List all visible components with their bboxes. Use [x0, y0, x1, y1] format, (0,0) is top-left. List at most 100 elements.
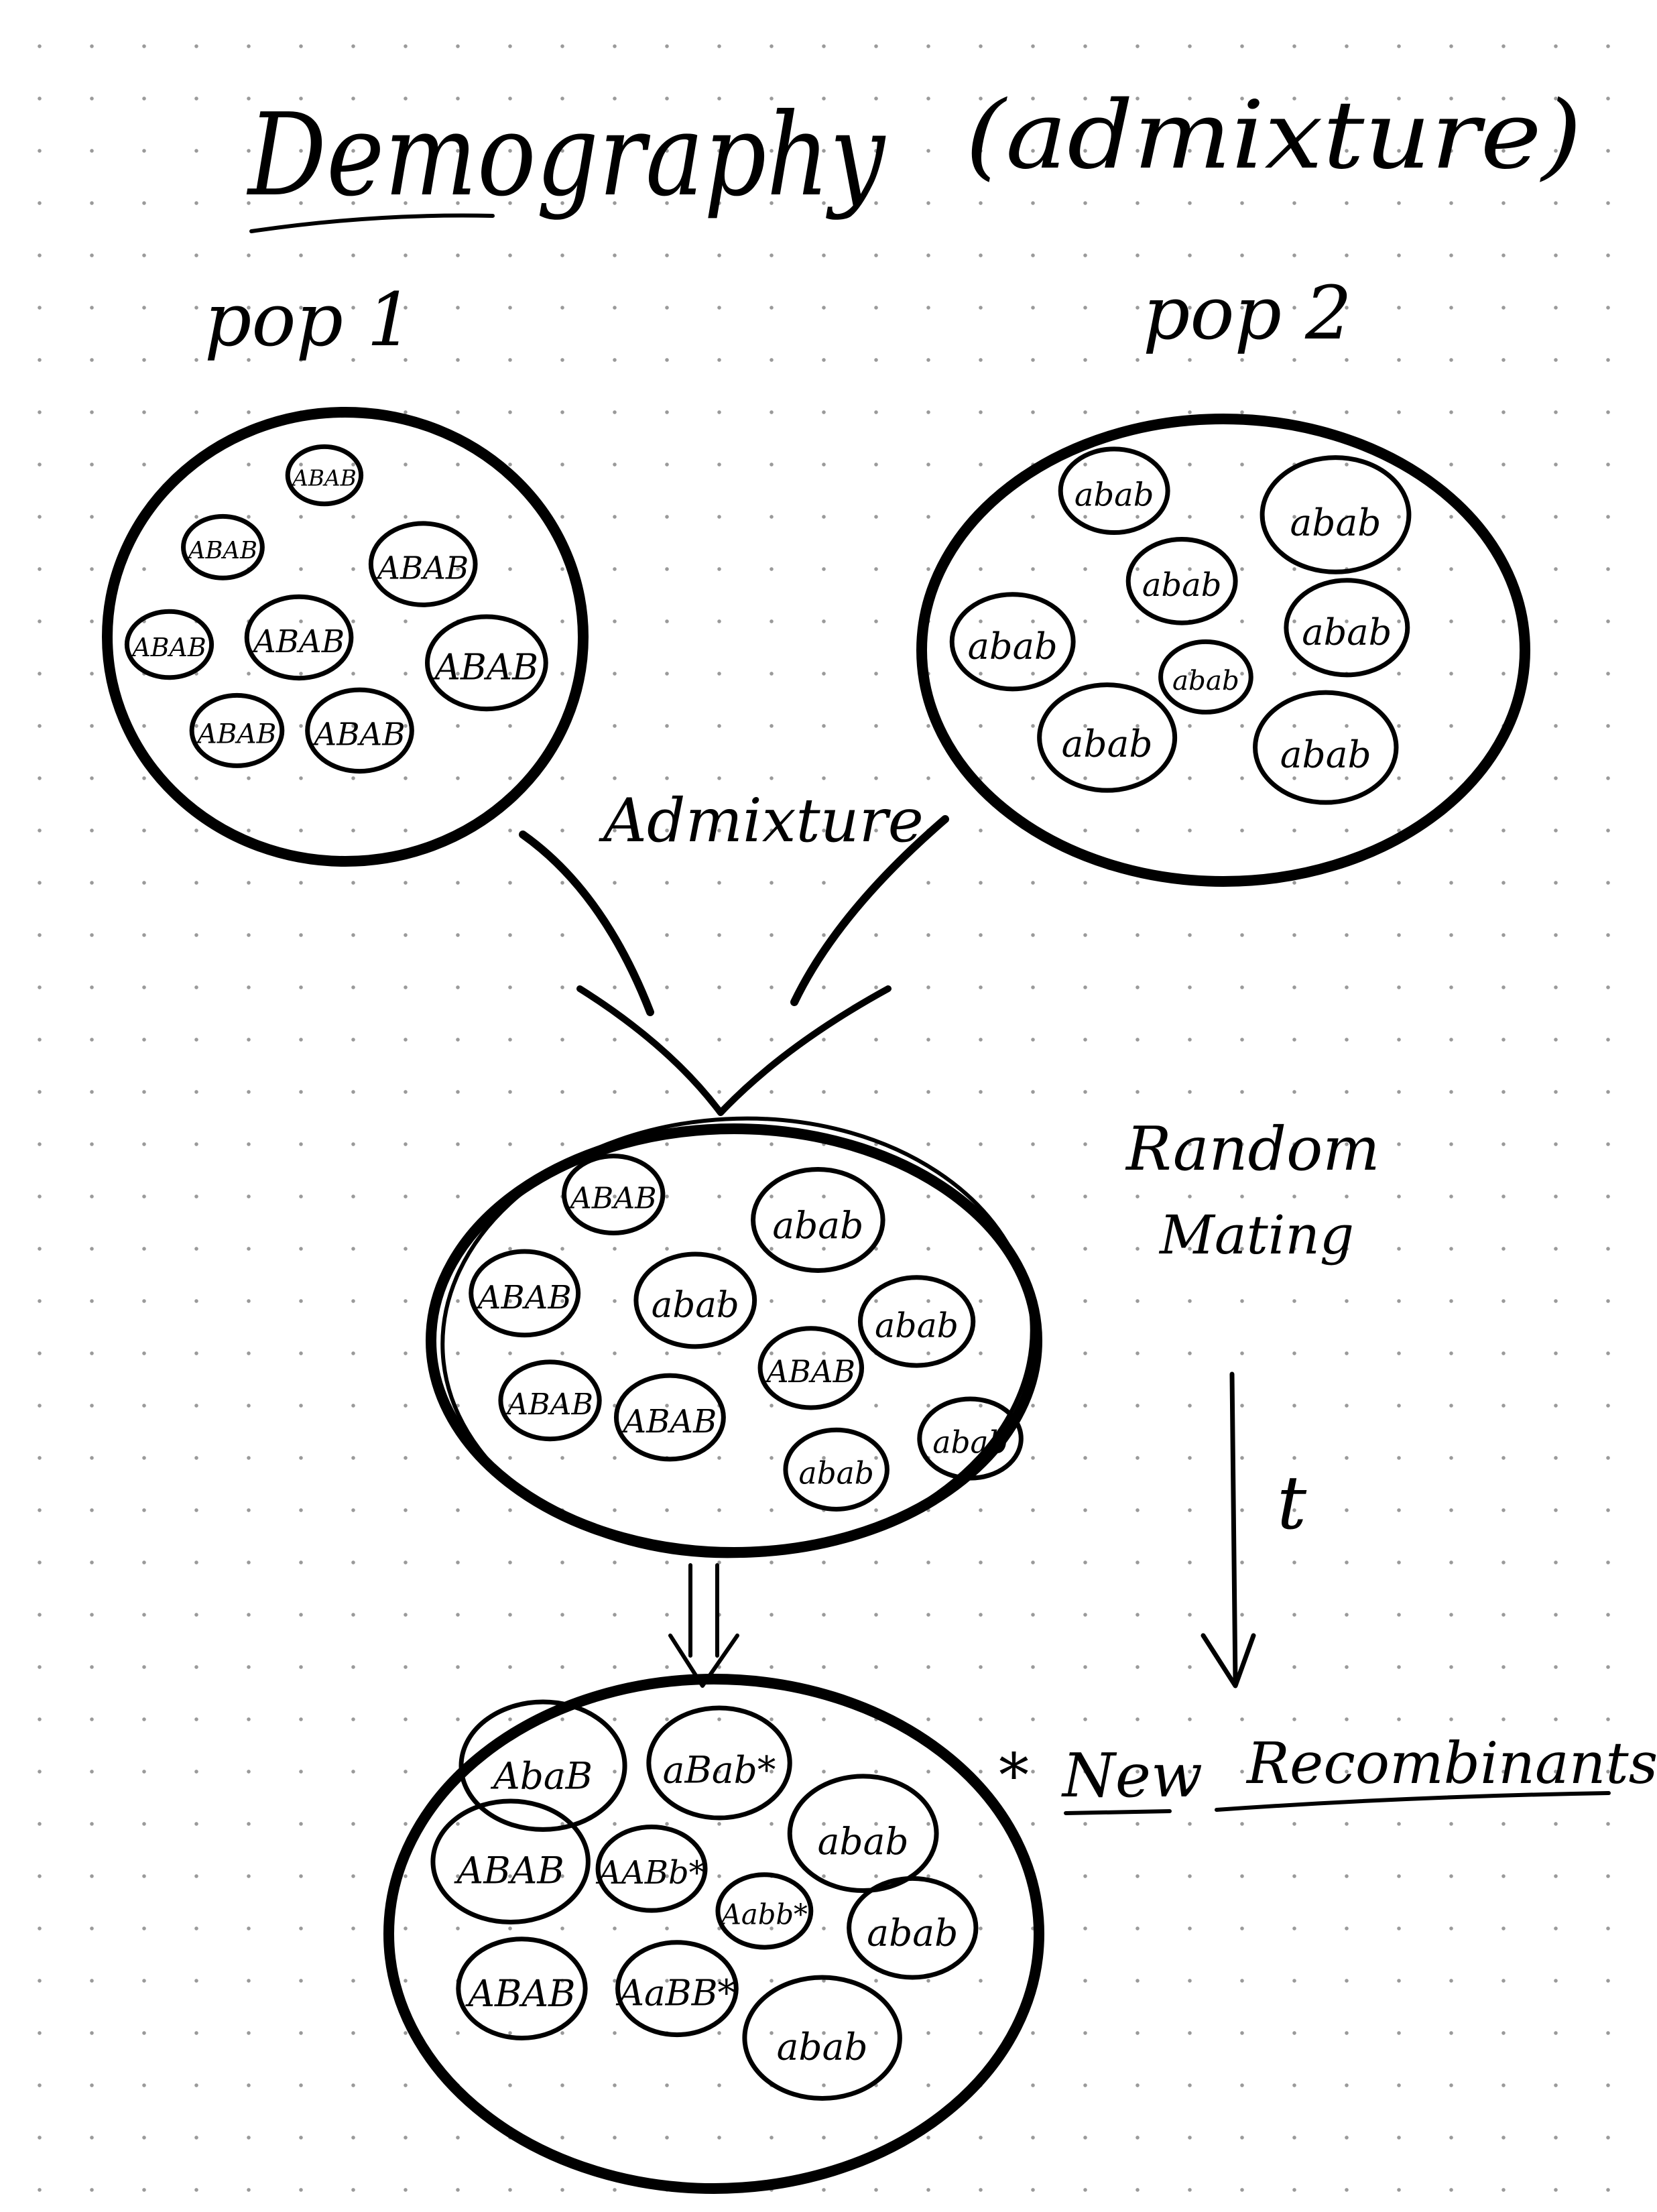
pop1-individuals: ABAB ABAB ABAB ABAB ABAB ABAB ABAB ABAB — [124, 444, 548, 774]
title: Demography — [246, 89, 885, 222]
individual-circle — [715, 1872, 814, 1950]
admixture-label: Admixture — [599, 786, 924, 856]
individual-circle — [498, 1359, 602, 1442]
genotype-label: abab — [875, 1306, 959, 1345]
individual-circle — [917, 1396, 1024, 1481]
individual-circle — [857, 1275, 976, 1368]
genotype-label: ABAB — [130, 633, 206, 662]
genotype-label: abab — [1280, 733, 1371, 776]
asterisk-icon: * — [999, 1741, 1029, 1811]
individual-circle — [1284, 578, 1410, 678]
genotype-label: ABAB — [251, 624, 345, 660]
double-arrow — [668, 1563, 739, 1688]
individual-circle — [847, 1876, 979, 1980]
recombinants-underline — [1215, 1791, 1611, 1812]
individual-circle — [783, 1427, 889, 1512]
admixed-circle-outline — [440, 1116, 1034, 1558]
individual-circle — [633, 1251, 757, 1349]
individual-circle — [949, 592, 1076, 692]
genotype-label: ABAB — [454, 1849, 564, 1892]
genotype-label: abab — [772, 1204, 863, 1247]
arrow-from-pop1 — [519, 831, 654, 1016]
genotype-label: aBab* — [663, 1748, 776, 1791]
pop2-individuals: abab abab abab abab abab abab abab abab — [949, 446, 1412, 805]
pop1-label: pop 1 — [204, 277, 414, 363]
genotype-label: AaBB* — [615, 1972, 735, 2014]
individual-circle — [1260, 455, 1412, 574]
genotype-label: AbaB — [490, 1754, 593, 1797]
admixed-circle — [426, 1123, 1042, 1558]
genotype-label: abab — [1062, 723, 1153, 765]
individual-circle — [595, 1824, 708, 1913]
individual-circle — [757, 1326, 865, 1410]
individual-circle — [425, 614, 548, 712]
merge-arrowhead — [576, 985, 892, 1116]
genotype-label: abab — [867, 1912, 958, 1955]
new-underline — [1064, 1809, 1172, 1815]
genotype-label: abab — [932, 1424, 1007, 1460]
individual-circle — [285, 444, 364, 507]
genotype-label: abab — [818, 1820, 909, 1863]
genotype-label: ABAB — [764, 1354, 855, 1390]
individual-circle — [305, 687, 414, 774]
individual-circle — [787, 1774, 939, 1894]
individual-circle — [1125, 536, 1238, 625]
time-label: t — [1277, 1460, 1307, 1546]
individual-circle — [458, 1699, 627, 1832]
individual-circle — [742, 1975, 902, 2101]
individual-circle — [613, 1373, 726, 1462]
genotype-label: ABAB — [504, 1388, 593, 1422]
individual-circle — [456, 1937, 588, 2040]
random-mating-label-2: Mating — [1158, 1204, 1354, 1266]
genotype-label: abab — [1075, 477, 1154, 514]
individual-circle — [469, 1249, 581, 1338]
genotype-label: AABb* — [595, 1854, 704, 1892]
individual-circle — [751, 1166, 885, 1273]
individual-circle — [646, 1705, 792, 1821]
genotype-label: abab — [777, 2026, 868, 2069]
individual-circle — [562, 1154, 666, 1236]
random-mating-label-1: Random — [1125, 1114, 1380, 1184]
pop2-label: pop 2 — [1143, 270, 1352, 356]
individual-circle — [1058, 446, 1170, 536]
genotype-label: abab — [1142, 566, 1222, 604]
genotype-label: ABAB — [432, 647, 539, 688]
individual-circle — [189, 692, 285, 768]
genotype-label: abab — [968, 625, 1058, 668]
genotype-label: abab — [1302, 611, 1392, 654]
pop1-circle — [102, 407, 589, 867]
genotype-label: ABAB — [290, 465, 357, 491]
title-underline — [249, 213, 495, 233]
recombinants-label: Recombinants — [1245, 1731, 1657, 1797]
genotype-label: ABAB — [311, 717, 405, 753]
genotype-label: Aabb* — [719, 1898, 808, 1930]
subtitle: (admixture) — [965, 81, 1582, 190]
new-label: New — [1061, 1741, 1203, 1811]
arrow-from-pop2 — [790, 815, 949, 1006]
individual-circle — [1037, 682, 1178, 793]
genotype-label: ABAB — [465, 1972, 575, 2015]
genotype-label: ABAB — [621, 1403, 717, 1440]
individual-circle — [244, 594, 354, 681]
individual-circle — [1158, 639, 1253, 715]
individual-circle — [368, 521, 478, 607]
genotype-label: ABAB — [195, 719, 277, 750]
individual-circle — [181, 513, 265, 580]
genotype-label: ABAB — [568, 1182, 657, 1216]
genotype-label: abab — [798, 1456, 873, 1491]
time-arrow — [1201, 1371, 1256, 1688]
individual-circle — [430, 1798, 591, 1925]
genotype-label: ABAB — [475, 1279, 572, 1316]
individual-circle — [1253, 690, 1399, 805]
genotype-label: ABAB — [186, 537, 257, 564]
genotype-label: abab — [1172, 665, 1239, 696]
after-mating-circle — [383, 1674, 1044, 2194]
genotype-label: abab — [1290, 501, 1381, 544]
genotype-label: abab — [652, 1284, 739, 1326]
genotype-label: ABAB — [375, 550, 469, 587]
pop2-circle — [916, 414, 1530, 887]
individual-circle — [615, 1940, 739, 2038]
